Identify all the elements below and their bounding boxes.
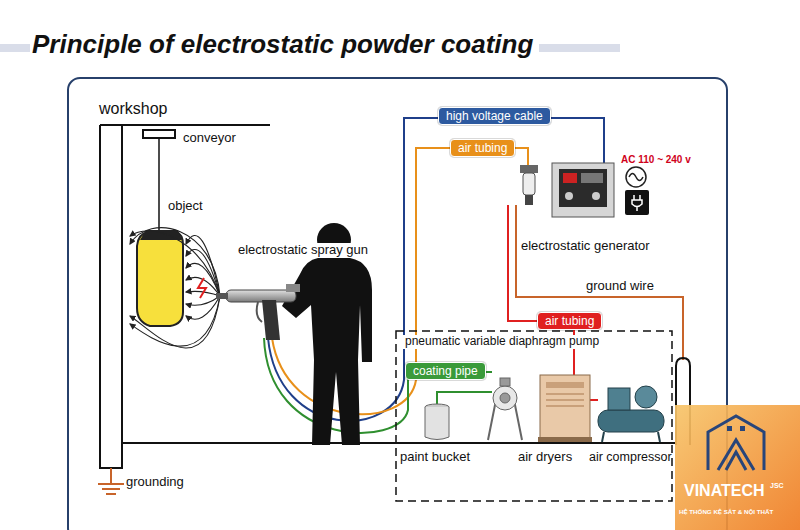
air-compressor xyxy=(598,386,664,442)
spray-gun xyxy=(216,284,300,340)
tag-box: high voltage cable xyxy=(438,107,551,125)
coating-pipe xyxy=(437,392,492,405)
filter-regulator xyxy=(520,165,538,205)
plug-icon xyxy=(632,195,642,211)
field-line xyxy=(130,296,220,348)
field-line xyxy=(130,228,220,296)
ac-symbol xyxy=(629,174,643,181)
paint-bucket xyxy=(425,404,449,440)
object xyxy=(137,232,183,326)
ground-symbol xyxy=(98,468,124,494)
frame xyxy=(68,78,727,530)
part-label: conveyor xyxy=(183,131,236,146)
conveyor xyxy=(143,130,175,138)
part-label: electrostatic generator xyxy=(521,239,650,254)
tag-box: coating pipe xyxy=(405,362,486,380)
watermark-text: VINATECH xyxy=(684,482,765,500)
air-tubing xyxy=(590,399,598,401)
part-label: AC 110 ~ 240 v xyxy=(621,154,691,166)
equipment-group xyxy=(396,331,672,501)
part-label: object xyxy=(168,199,203,214)
diaphragm-pump xyxy=(488,378,522,440)
part-label: grounding xyxy=(126,475,184,490)
title: Principle of electrostatic powder coatin… xyxy=(30,29,539,60)
tag-text: coating pipe xyxy=(413,364,478,378)
part-label: workshop xyxy=(99,100,167,118)
air-tubing xyxy=(508,205,540,321)
electrostatic-generator xyxy=(552,163,614,217)
field-lines xyxy=(130,228,220,348)
part-label: ground wire xyxy=(584,279,656,294)
part-label: electrostatic spray gun xyxy=(236,243,370,258)
field-line xyxy=(130,296,220,346)
floor xyxy=(122,442,676,444)
field-line xyxy=(186,235,220,296)
part-label: paint bucket xyxy=(400,450,470,465)
part-label: air compressor xyxy=(589,450,672,464)
spark xyxy=(198,278,206,298)
hanger xyxy=(158,138,160,230)
tag-text: high voltage cable xyxy=(446,109,543,123)
part-label: air dryers xyxy=(518,450,572,465)
coating-pipe xyxy=(264,338,492,433)
plug-icon xyxy=(625,190,649,215)
tag-text: air tubing xyxy=(545,314,594,328)
part-label: pneumatic variable diaphragm pump xyxy=(403,335,601,349)
tag-box: air tubing xyxy=(537,312,602,330)
watermark-logo xyxy=(675,405,800,530)
ac-symbol xyxy=(626,167,646,187)
watermark-text: JSC xyxy=(770,482,784,490)
air-dryer xyxy=(538,375,592,442)
tag-box: air tubing xyxy=(450,139,515,157)
field-line xyxy=(130,231,220,296)
watermark-text: HỆ THỐNG KỆ SẮT & NỘI THẤT xyxy=(679,508,773,515)
tag-text: air tubing xyxy=(458,141,507,155)
